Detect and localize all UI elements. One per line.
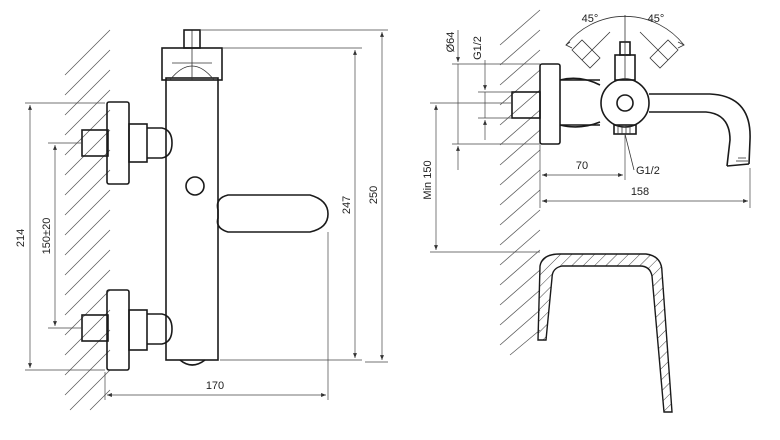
front-wall-hatching xyxy=(64,29,111,411)
swing-indicator: 45° 45° xyxy=(565,13,685,80)
side-view: 45° 45° Ø64 xyxy=(422,9,751,413)
dimension-min-150: Min 150 xyxy=(422,102,540,253)
front-view: 214 150±20 247 250 170 xyxy=(15,29,388,411)
dimension-thread-top: G1/2 xyxy=(472,36,512,140)
dimension-158-label: 158 xyxy=(631,186,649,198)
dimension-170-label: 170 xyxy=(206,380,224,392)
dimension-min-150-label: Min 150 xyxy=(422,160,434,199)
dimension-250-label: 250 xyxy=(368,186,380,204)
dimension-158: 158 xyxy=(539,168,751,208)
dimension-70-label: 70 xyxy=(576,160,588,172)
angle-right-label: 45° xyxy=(648,13,665,25)
lever-handle xyxy=(216,194,329,233)
dimension-214: 214 xyxy=(15,102,105,371)
side-spout xyxy=(649,93,751,167)
mixer-body xyxy=(161,29,223,366)
dimension-diameter-64-label: Ø64 xyxy=(445,32,457,53)
dimension-70: 70 xyxy=(539,135,626,180)
dimension-150-20-label: 150±20 xyxy=(41,218,53,255)
dimension-diameter-64: Ø64 xyxy=(445,30,540,170)
bathtub-rim-section xyxy=(537,253,673,413)
side-wall-hatching xyxy=(499,9,541,356)
dimension-150-20: 150±20 xyxy=(41,142,82,329)
upper-eccentric-connector xyxy=(81,101,173,185)
side-wall-connector xyxy=(511,63,601,145)
dimension-214-label: 214 xyxy=(15,229,27,247)
dimension-thread-bottom: G1/2 xyxy=(624,133,660,177)
dimension-247-label: 247 xyxy=(341,196,353,214)
dimension-thread-top-label: G1/2 xyxy=(472,36,484,60)
dimension-247: 247 xyxy=(220,47,362,361)
side-mixer-body xyxy=(600,78,650,128)
dimension-250: 250 xyxy=(200,29,388,363)
angle-left-label: 45° xyxy=(582,13,599,25)
lower-eccentric-connector xyxy=(81,289,173,371)
dimension-thread-bottom-label: G1/2 xyxy=(636,165,660,177)
dimension-170: 170 xyxy=(104,232,329,400)
